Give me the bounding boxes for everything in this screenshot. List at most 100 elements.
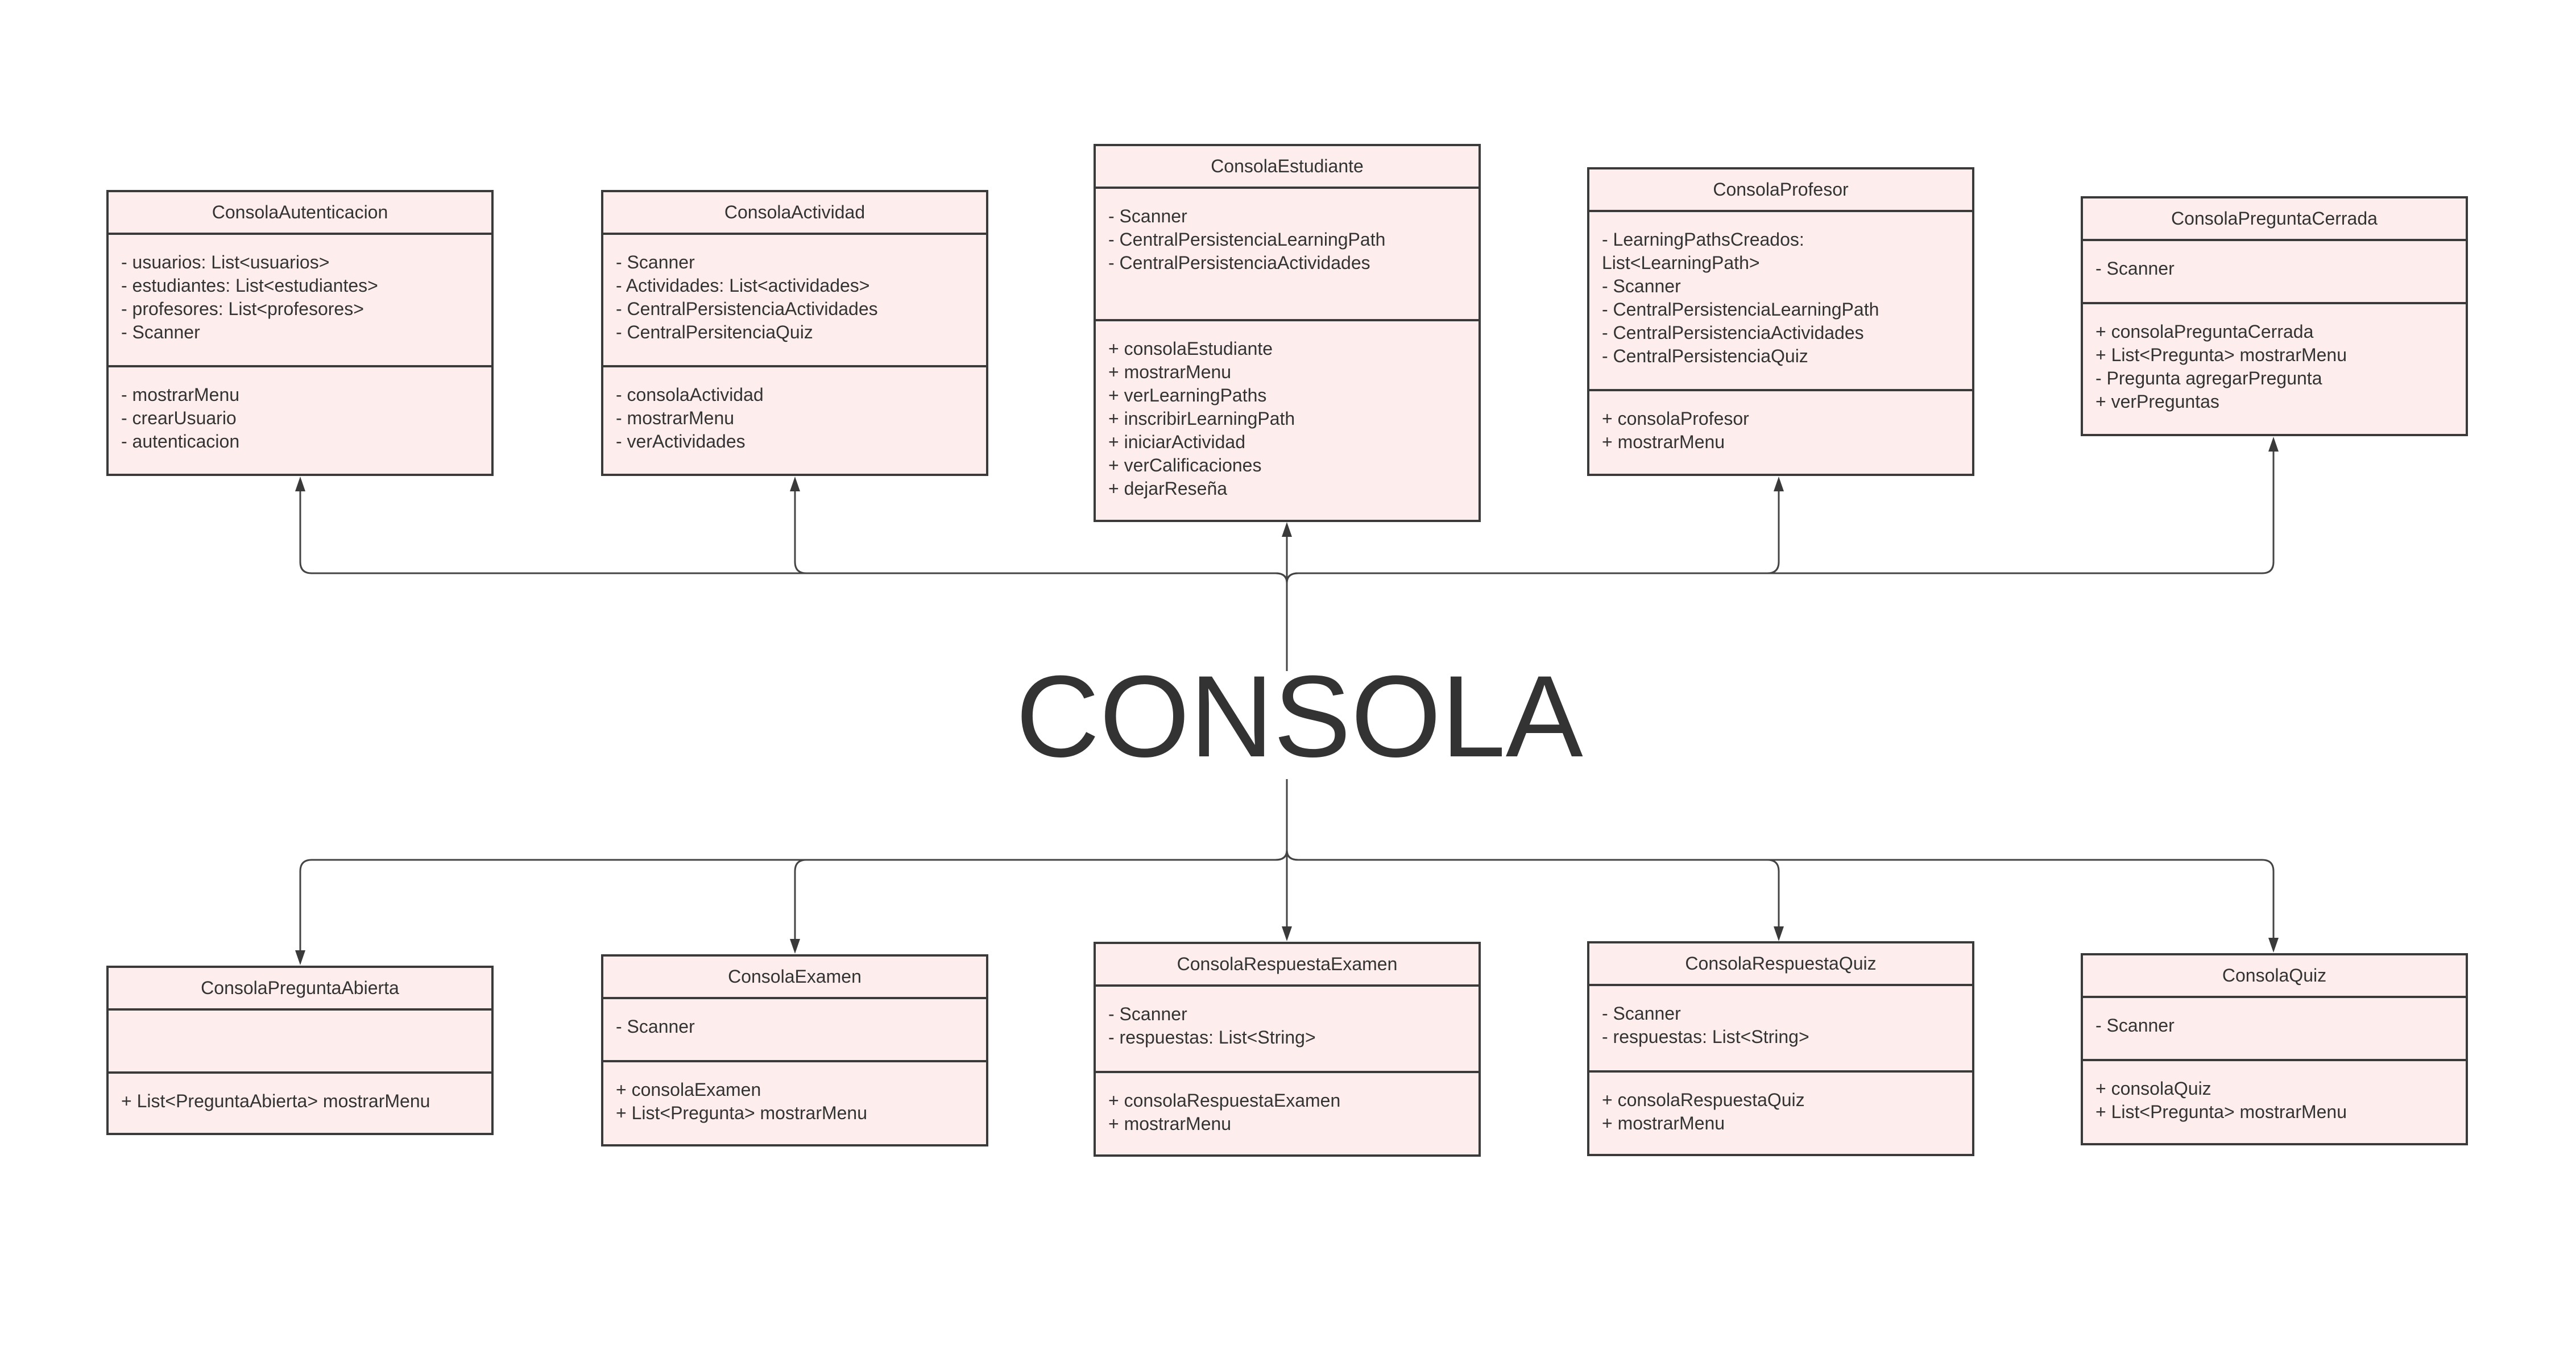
method-line: - mostrarMenu — [616, 408, 735, 428]
method-line: - Pregunta agregarPregunta — [2095, 368, 2322, 388]
class-consola-pregunta-cerrada: ConsolaPreguntaCerrada - Scanner + conso… — [2081, 196, 2468, 436]
method-line: + iniciarActividad — [1108, 432, 1245, 452]
arrowhead-estudiante — [1282, 522, 1292, 537]
attribute-line: - Scanner — [121, 322, 200, 342]
class-methods: + consolaEstudiante + mostrarMenu + verL… — [1096, 321, 1478, 500]
class-consola-actividad: ConsolaActividad - Scanner - Actividades… — [601, 190, 988, 476]
arrowhead-respuesta-quiz — [1774, 926, 1784, 941]
method-line: + dejarReseña — [1108, 478, 1228, 499]
connector-to-actividad — [794, 481, 1288, 583]
arrowhead-pregunta-abierta — [295, 950, 305, 965]
arrowhead-examen — [790, 939, 800, 954]
attribute-line: - respuestas: List<String> — [1108, 1027, 1316, 1048]
class-name: ConsolaExamen — [603, 957, 986, 999]
connector-to-examen — [794, 850, 1288, 950]
attribute-line: - respuestas: List<String> — [1602, 1026, 1809, 1047]
class-attributes: - Scanner - respuestas: List<String> — [1589, 986, 1972, 1073]
connector-to-quiz — [1286, 850, 2275, 949]
attribute-line: List<LearningPath> — [1602, 252, 1760, 273]
class-name: ConsolaAutenticacion — [109, 192, 491, 235]
method-line: + mostrarMenu — [1108, 1114, 1232, 1134]
method-line: + consolaQuiz — [2095, 1078, 2211, 1099]
attribute-line: - Scanner — [1108, 206, 1187, 226]
attribute-line: - CentralPersistenciaQuiz — [1602, 346, 1808, 366]
class-name: ConsolaPreguntaAbierta — [109, 968, 491, 1011]
arrowhead-pregunta-cerrada — [2268, 437, 2279, 452]
class-consola-quiz: ConsolaQuiz - Scanner + consolaQuiz + Li… — [2081, 953, 2468, 1145]
attribute-line: - Scanner — [616, 252, 695, 272]
class-attributes: - Scanner — [2083, 998, 2466, 1061]
method-line: + consolaRespuestaExamen — [1108, 1090, 1341, 1111]
method-line: + verLearningPaths — [1108, 385, 1267, 405]
method-line: + mostrarMenu — [1602, 432, 1725, 452]
method-line: + consolaEstudiante — [1108, 338, 1273, 359]
class-attributes: - Scanner - Actividades: List<actividade… — [603, 235, 986, 367]
arrowhead-actividad — [790, 477, 800, 491]
method-line: - consolaActividad — [616, 384, 764, 405]
method-line: + inscribirLearningPath — [1108, 408, 1295, 429]
attribute-line: - estudiantes: List<estudiantes> — [121, 275, 378, 296]
class-consola-autenticacion: ConsolaAutenticacion - usuarios: List<us… — [106, 190, 494, 476]
arrowhead-quiz — [2268, 938, 2279, 953]
attribute-line: - CentralPersistenciaActividades — [616, 299, 878, 319]
class-methods: + consolaQuiz + List<Pregunta> mostrarMe… — [2083, 1061, 2466, 1124]
class-methods: + consolaRespuestaExamen + mostrarMenu — [1096, 1073, 1478, 1136]
attribute-line: - CentralPersitenciaQuiz — [616, 322, 813, 342]
attribute-line: - Scanner — [1602, 1003, 1681, 1024]
arrowhead-profesor — [1774, 477, 1784, 491]
class-attributes — [109, 1011, 491, 1074]
attribute-line: - usuarios: List<usuarios> — [121, 252, 330, 272]
class-methods: - mostrarMenu - crearUsuario - autentica… — [109, 367, 491, 453]
method-line: + List<PreguntaAbierta> mostrarMenu — [121, 1091, 430, 1111]
class-consola-respuesta-quiz: ConsolaRespuestaQuiz - Scanner - respues… — [1587, 941, 1974, 1156]
attribute-line: - Scanner — [2095, 1015, 2175, 1036]
attribute-line: - CentralPersistenciaLearningPath — [1602, 299, 1879, 320]
attribute-line: - Actividades: List<actividades> — [616, 275, 870, 296]
class-attributes: - LearningPathsCreados: List<LearningPat… — [1589, 212, 1972, 391]
attribute-line: - profesores: List<profesores> — [121, 299, 364, 319]
class-consola-examen: ConsolaExamen - Scanner + consolaExamen … — [601, 954, 988, 1146]
class-consola-respuesta-examen: ConsolaRespuestaExamen - Scanner - respu… — [1094, 942, 1481, 1157]
arrowhead-autenticacion — [295, 477, 305, 491]
method-line: + mostrarMenu — [1108, 362, 1232, 382]
attribute-line: - Scanner — [1602, 276, 1681, 296]
class-name: ConsolaPreguntaCerrada — [2083, 198, 2466, 241]
arrowhead-respuesta-examen — [1282, 926, 1292, 941]
class-name: ConsolaRespuestaQuiz — [1589, 943, 1972, 986]
class-attributes: - Scanner - CentralPersistenciaLearningP… — [1096, 189, 1478, 321]
class-methods: + consolaProfesor + mostrarMenu — [1589, 391, 1972, 454]
method-line: + consolaPreguntaCerrada — [2095, 321, 2314, 342]
class-attributes: - Scanner — [2083, 241, 2466, 304]
class-methods: + consolaPreguntaCerrada + List<Pregunta… — [2083, 304, 2466, 413]
method-line: + consolaExamen — [616, 1079, 761, 1100]
class-methods: + consolaRespuestaQuiz + mostrarMenu — [1589, 1073, 1972, 1135]
diagram-title: CONSOLA — [1016, 652, 1583, 781]
attribute-line: - CentralPersistenciaActividades — [1602, 322, 1864, 343]
class-attributes: - usuarios: List<usuarios> - estudiantes… — [109, 235, 491, 367]
method-line: + List<Pregunta> mostrarMenu — [616, 1103, 868, 1123]
method-line: - verActividades — [616, 431, 746, 452]
class-name: ConsolaRespuestaExamen — [1096, 944, 1478, 987]
connector-to-respuesta-quiz — [1286, 850, 1780, 937]
method-line: - crearUsuario — [121, 408, 237, 428]
attribute-line: - CentralPersistenciaLearningPath — [1108, 229, 1386, 250]
class-consola-estudiante: ConsolaEstudiante - Scanner - CentralPer… — [1094, 144, 1481, 522]
class-consola-profesor: ConsolaProfesor - LearningPathsCreados: … — [1587, 167, 1974, 476]
method-line: + List<Pregunta> mostrarMenu — [2095, 345, 2347, 365]
class-consola-pregunta-abierta: ConsolaPreguntaAbierta + List<PreguntaAb… — [106, 966, 494, 1135]
class-methods: + consolaExamen + List<Pregunta> mostrar… — [603, 1062, 986, 1125]
method-line: - autenticacion — [121, 431, 240, 452]
class-name: ConsolaQuiz — [2083, 955, 2466, 998]
connector-to-pregunta-cerrada — [1286, 441, 2275, 583]
attribute-line: - Scanner — [616, 1016, 695, 1037]
class-name: ConsolaEstudiante — [1096, 146, 1478, 189]
attribute-line: - Scanner — [1108, 1004, 1187, 1024]
class-methods: + List<PreguntaAbierta> mostrarMenu — [109, 1074, 491, 1113]
attribute-line: - CentralPersistenciaActividades — [1108, 252, 1370, 273]
method-line: + consolaRespuestaQuiz — [1602, 1090, 1805, 1110]
class-name: ConsolaProfesor — [1589, 169, 1972, 212]
attribute-line: - LearningPathsCreados: — [1602, 229, 1804, 250]
class-methods: - consolaActividad - mostrarMenu - verAc… — [603, 367, 986, 453]
